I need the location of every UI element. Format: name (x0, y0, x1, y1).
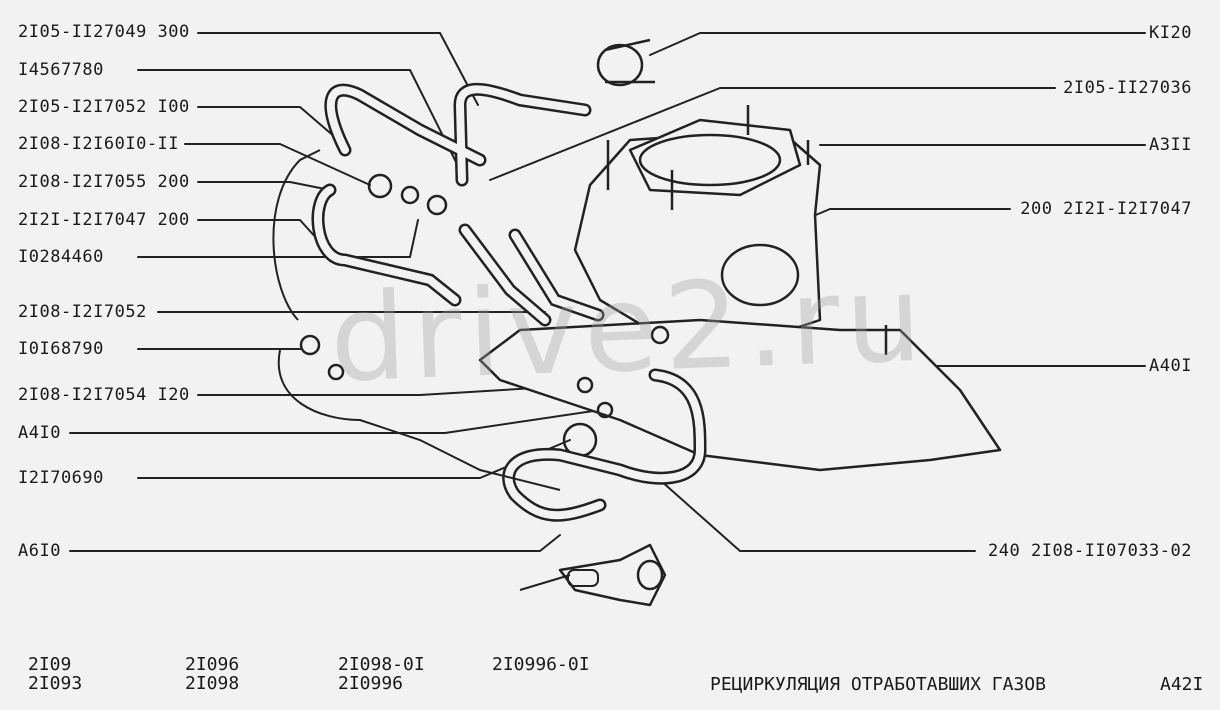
model-code: 2I093 (28, 673, 83, 694)
pulley-disc (720, 243, 800, 307)
leader-line (69, 409, 601, 434)
model-code: 2I098 (185, 673, 240, 694)
carburetor-throat (638, 133, 782, 187)
callout-left: 2I08-I2I60I0-II (18, 134, 180, 154)
leader-line (197, 181, 331, 191)
model-code: 2I0996 (338, 673, 404, 694)
callout-left: I4567780 (18, 60, 104, 80)
callout-right: 2I05-II27036 (1063, 78, 1192, 98)
model-code: 2I09 (28, 654, 72, 675)
callout-left: 2I05-II27049 300 (18, 22, 190, 42)
callout-left: I2I70690 (18, 468, 104, 488)
callout-left: 2I2I-I2I7047 200 (18, 210, 190, 230)
callout-left: I0284460 (18, 247, 104, 267)
callout-right: A40I (1149, 356, 1192, 376)
leader-line (649, 32, 1146, 56)
model-code: 2I098-0I (338, 654, 425, 675)
leader-line (659, 479, 976, 552)
callout-left: 2I08-I2I7052 (18, 302, 147, 322)
leader-line (197, 219, 319, 241)
callout-left: 2I08-I2I7054 I20 (18, 385, 190, 405)
callout-left: A4I0 (18, 423, 61, 443)
callout-right: 240 2I08-II07033-02 (988, 541, 1192, 561)
sheet-number: A42I (1160, 674, 1204, 695)
leader-line (489, 87, 1056, 181)
callout-left: 2I08-I2I7055 200 (18, 172, 190, 192)
model-code: 2I0996-0I (492, 654, 590, 675)
outline-curve (277, 349, 561, 491)
callout-left: A6I0 (18, 541, 61, 561)
outline-curve (272, 149, 321, 321)
leader-line (137, 219, 419, 258)
page-title: РЕЦИРКУЛЯЦИЯ ОТРАБОТАВШИХ ГАЗОВ (710, 674, 1046, 695)
callout-left: I0I68790 (18, 339, 104, 359)
intake-manifold (478, 318, 1002, 472)
callout-right: 200 2I2I-I2I7047 (1020, 199, 1192, 219)
flange-pipe (558, 543, 667, 607)
leader-line (184, 143, 371, 186)
leader-line (197, 32, 479, 106)
leader-line (69, 534, 561, 552)
callout-left: 2I05-I2I7052 I00 (18, 97, 190, 117)
vacuum-valve (596, 43, 644, 87)
callout-right: KI20 (1149, 23, 1192, 43)
watermark: drive2.ru (327, 249, 930, 410)
model-code: 2I096 (185, 654, 240, 675)
callout-right: A3II (1149, 135, 1192, 155)
